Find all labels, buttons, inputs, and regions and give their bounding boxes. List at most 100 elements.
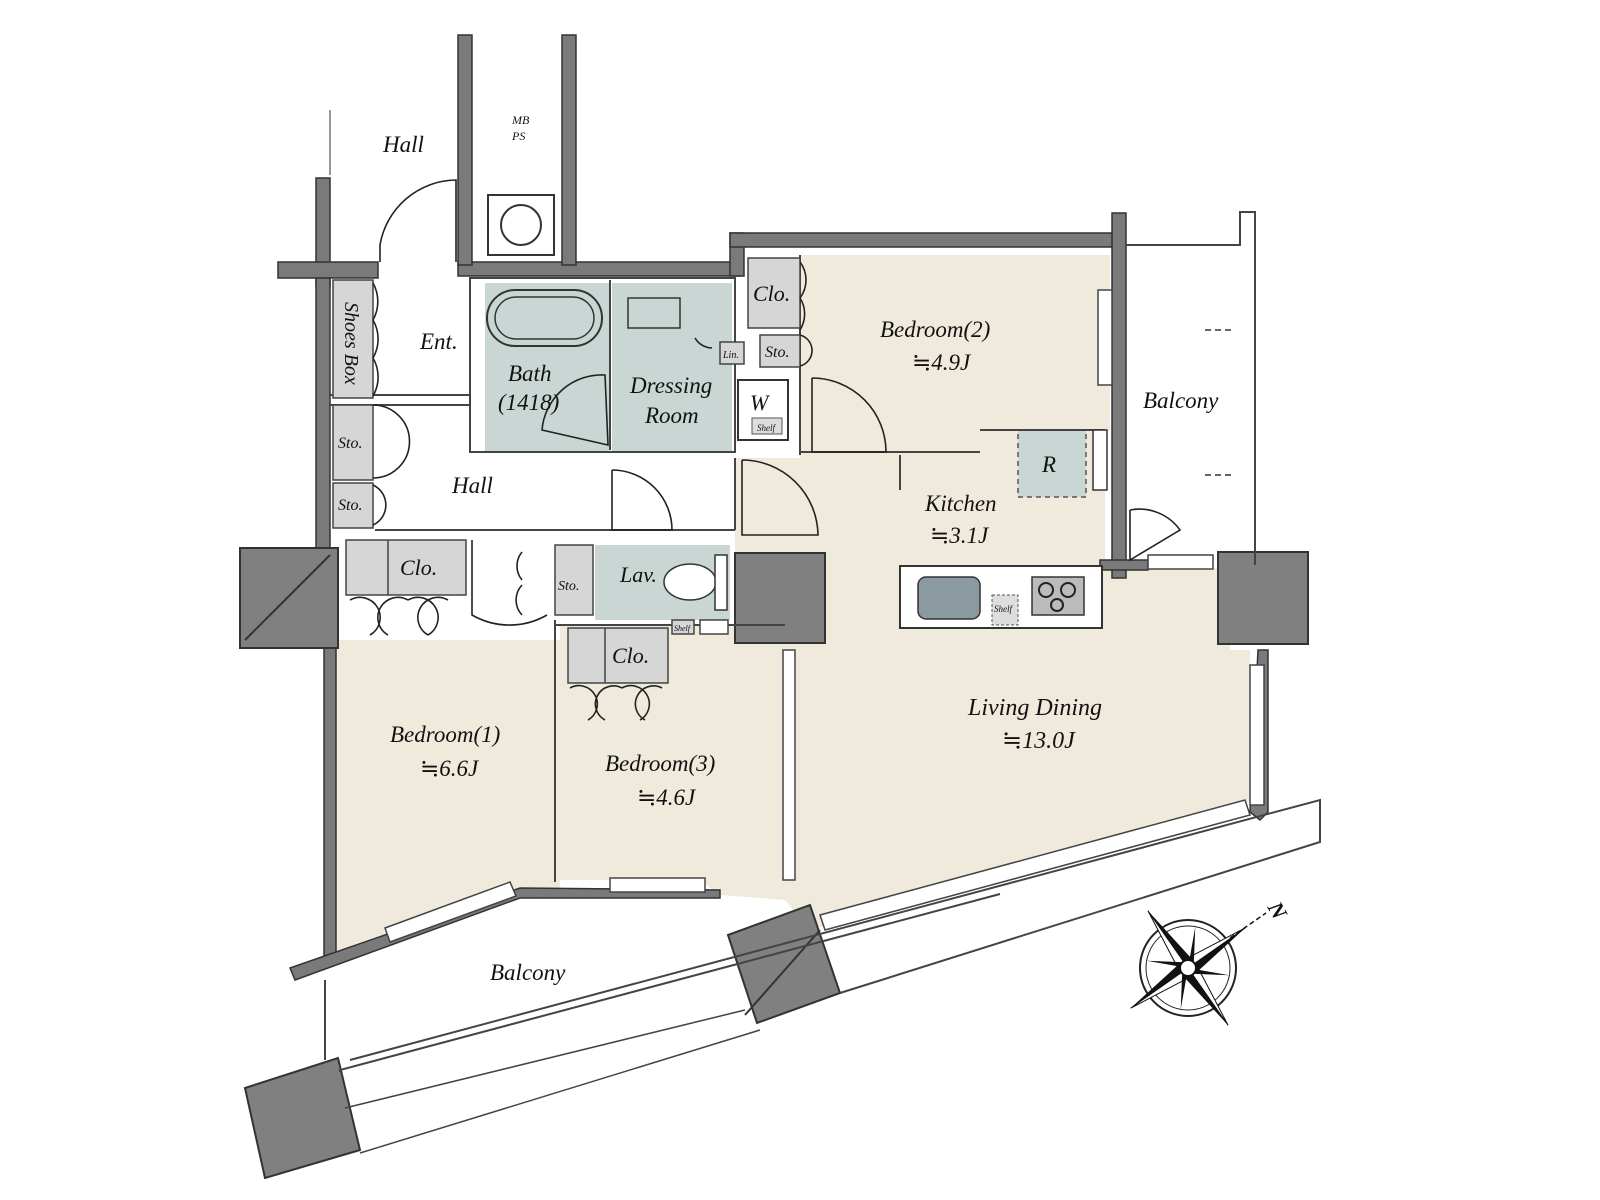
- burner: [1060, 582, 1076, 598]
- sto-label: Sto.: [338, 435, 362, 452]
- bedroom2-name: Bedroom(2): [880, 317, 990, 342]
- balcony-rail: [359, 1029, 761, 1154]
- bathtub-inner: [494, 296, 595, 340]
- closet: [345, 539, 467, 596]
- water-heater-circle: [500, 204, 542, 246]
- hall-mid-label: Hall: [451, 473, 493, 498]
- lin-label: Lin.: [722, 350, 739, 361]
- clo-top-label: Clo.: [753, 281, 790, 306]
- dressing-label: Dressing: [629, 373, 712, 398]
- window: [819, 799, 1251, 931]
- clo-bed3-label: Clo.: [612, 643, 649, 668]
- pillars: [239, 547, 1309, 1180]
- bath-size-label: (1418): [498, 390, 559, 415]
- fixtures: [486, 194, 1108, 629]
- storage: [759, 334, 801, 368]
- shelf: [699, 619, 729, 635]
- shelf-label: Shelf: [757, 423, 776, 433]
- balcony-door: [1129, 508, 1182, 562]
- bedroom3-floor: [560, 625, 785, 900]
- wall: [1111, 212, 1127, 579]
- cooktop: [1031, 576, 1085, 616]
- shoes-box-door: [372, 357, 379, 397]
- pillar-hatch: [244, 554, 331, 641]
- toilet-tank: [714, 554, 728, 611]
- doors: [349, 179, 1182, 721]
- wall: [323, 644, 337, 961]
- windows: [384, 289, 1265, 943]
- window: [609, 877, 706, 893]
- room-label: Room: [644, 403, 699, 428]
- living-dining-floor: [735, 430, 1250, 930]
- balcony-outlines: [324, 110, 1321, 1154]
- pillar: [1217, 551, 1309, 645]
- bedroom2-floor: [800, 255, 1110, 458]
- wall: [457, 261, 741, 277]
- kitchen-sink: [917, 576, 981, 620]
- closet: [567, 627, 669, 684]
- interior-walls: [330, 255, 1105, 882]
- toilet: [663, 563, 717, 601]
- wall: [729, 232, 1126, 248]
- wall: [457, 34, 473, 266]
- compass-north-label: N: [1262, 896, 1293, 924]
- pillar-hatch: [744, 929, 821, 1016]
- fridge-area: [1017, 429, 1087, 498]
- bedroom1-door: [471, 540, 548, 626]
- linen: [719, 341, 745, 365]
- closet-door: [349, 596, 449, 636]
- storage: [554, 544, 594, 616]
- clo-bed1-label: Clo.: [400, 555, 437, 580]
- vanity: [627, 297, 681, 329]
- burner: [1050, 598, 1064, 612]
- closets: [332, 257, 801, 684]
- bathtub: [486, 289, 603, 347]
- kitchen-size: ≒3.1J: [930, 523, 990, 548]
- storage: [332, 482, 374, 529]
- window: [782, 649, 796, 881]
- bedroom1-name: Bedroom(1): [390, 722, 500, 747]
- bath-label: Bath: [508, 361, 551, 386]
- dressing-room-floor: [612, 283, 732, 451]
- living-door: [741, 459, 819, 536]
- wall: [289, 887, 721, 981]
- balcony-bottom-outline: [339, 893, 1001, 1072]
- pillar: [734, 552, 826, 644]
- sto-door: [515, 551, 523, 616]
- living-name: Living Dining: [967, 695, 1102, 721]
- wall: [315, 277, 331, 549]
- shoes-box-door: [372, 319, 379, 359]
- fridge-label: R: [1041, 452, 1056, 477]
- washer-shelf: [751, 417, 783, 435]
- sto-top-label: Sto.: [765, 344, 789, 361]
- storage-door: [372, 404, 411, 479]
- labels: Hall MB PS Shoes Box Ent. Sto. Sto. Hall…: [338, 113, 1219, 985]
- lav-door: [611, 469, 673, 531]
- pillar: [243, 1056, 362, 1180]
- bath-outline: [469, 277, 736, 453]
- kitchen-name: Kitchen: [924, 491, 997, 516]
- shelf-lav-label: Shelf: [674, 624, 692, 633]
- sto-label: Sto.: [338, 497, 362, 514]
- kitchen-cabinet: [1092, 429, 1108, 491]
- room-fills: [333, 255, 1250, 960]
- burner: [1038, 582, 1054, 598]
- shoes-box-label: Shoes Box: [340, 302, 362, 385]
- living-size: ≒13.0J: [1002, 728, 1076, 754]
- bedroom2-size: ≒4.9J: [912, 350, 972, 375]
- balcony-right-label: Balcony: [1143, 388, 1219, 413]
- closet-door: [799, 261, 813, 367]
- lav-label: Lav.: [619, 562, 657, 587]
- entrance-door: [379, 179, 457, 262]
- ent-label: Ent.: [419, 329, 458, 354]
- shoes-box: [332, 279, 374, 399]
- mb-label: MB: [511, 113, 530, 127]
- shelf: [671, 619, 695, 635]
- storage: [332, 404, 374, 481]
- window: [1147, 554, 1214, 570]
- compass-ring: [1139, 919, 1237, 1017]
- closet-door: [569, 684, 663, 721]
- compass-rose: [1130, 910, 1246, 1026]
- bath-door: [541, 374, 609, 447]
- wall: [277, 261, 379, 279]
